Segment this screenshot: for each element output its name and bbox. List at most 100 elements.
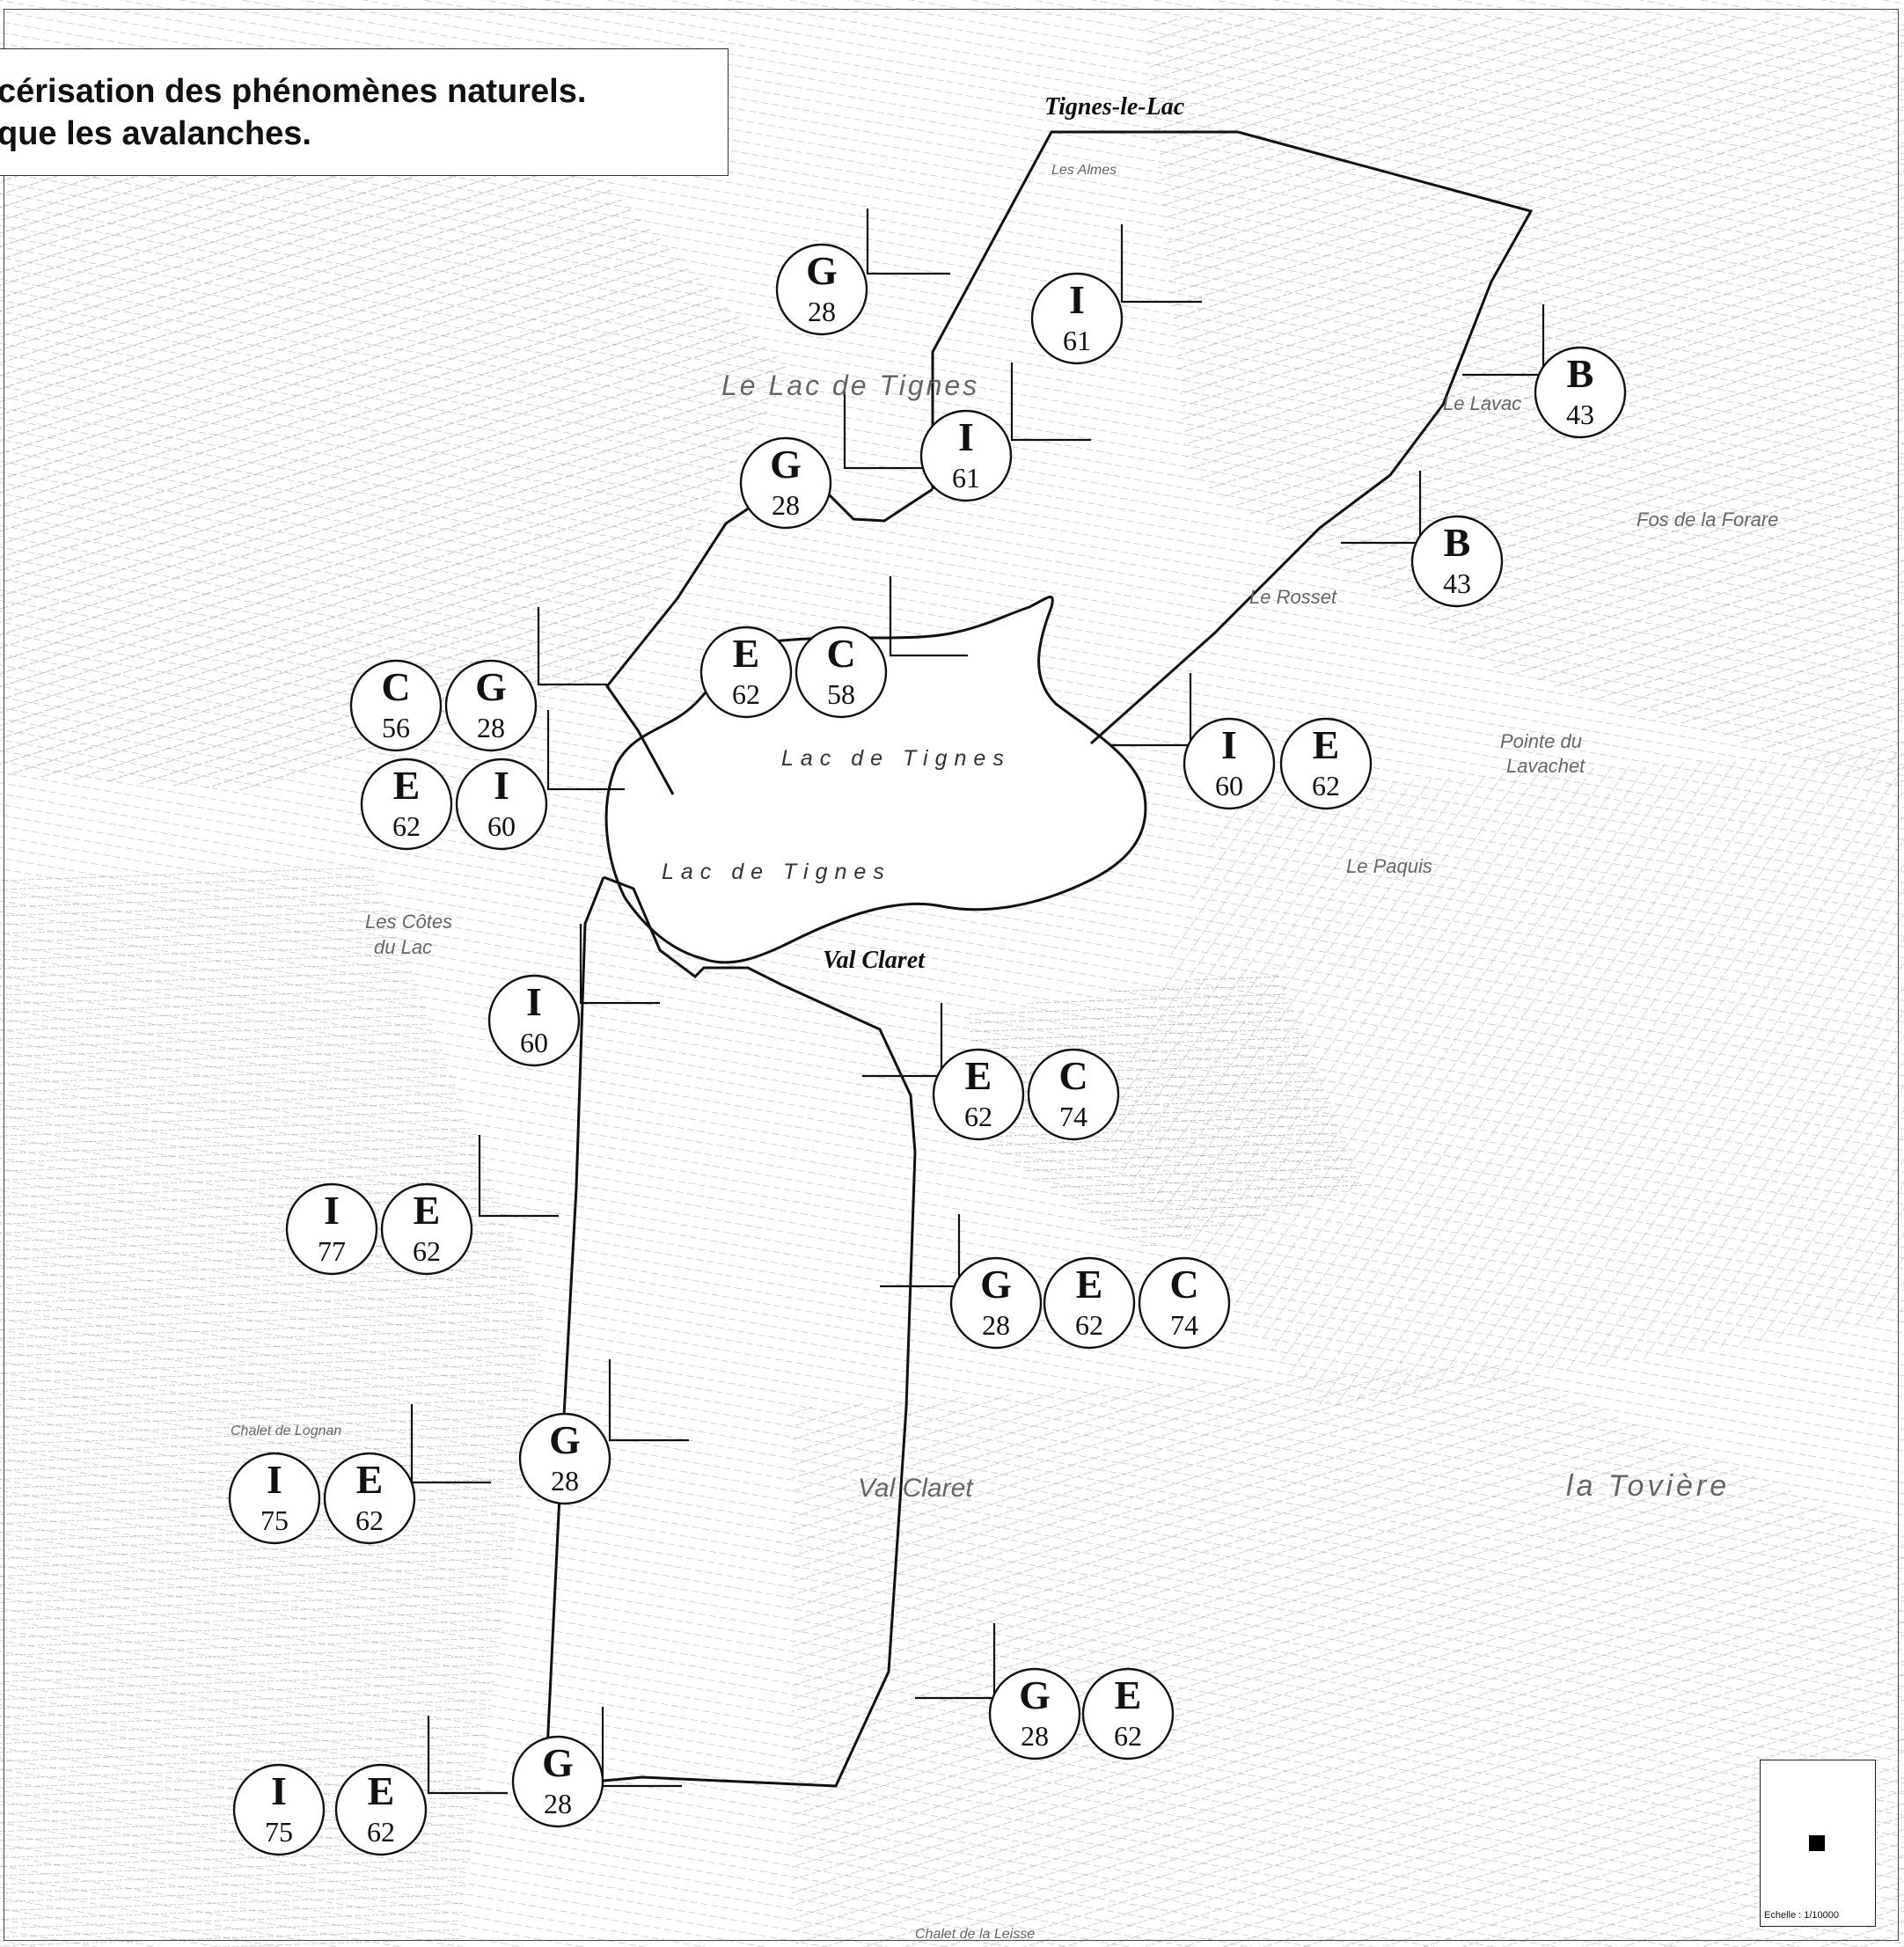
topo-label-les-cotes-2: du Lac (374, 936, 433, 958)
zone-circle (349, 659, 443, 752)
zone-letter: E (733, 631, 760, 676)
zone-letter: I (271, 1768, 287, 1813)
zone-circle (511, 1735, 604, 1828)
zone-code-c-58: C58 (795, 626, 888, 719)
zone-number: 28 (1021, 1720, 1049, 1752)
zone-number: 58 (827, 678, 855, 710)
place-label-tignes-le-lac: Tignes-le-Lac (1044, 93, 1185, 121)
zone-number: 62 (355, 1504, 384, 1536)
topo-label-les-cotes-1: Les Côtes (365, 911, 453, 933)
lake-label-north: Lac de Tignes (781, 746, 1011, 771)
zone-letter: E (1076, 1262, 1103, 1307)
zone-code-g-28: G28 (511, 1735, 604, 1828)
zone-letter: G (770, 442, 802, 487)
zone-number: 62 (1114, 1720, 1142, 1752)
zone-circle (699, 626, 793, 719)
zone-number: 77 (318, 1235, 346, 1267)
zone-number: 75 (260, 1504, 289, 1536)
zone-number: 28 (551, 1465, 579, 1497)
zone-letter: G (1019, 1673, 1051, 1717)
zone-letter: B (1567, 351, 1594, 396)
zone-circle (775, 243, 868, 336)
zone-code-e-62: E62 (1081, 1667, 1175, 1760)
zone-number: 60 (487, 810, 516, 842)
zone-circle (795, 626, 888, 719)
zone-circle (1138, 1256, 1231, 1350)
zone-letter: C (381, 664, 410, 709)
zone-code-i-75: I75 (232, 1763, 326, 1856)
zone-circle (1279, 717, 1373, 810)
zone-code-g-28: G28 (988, 1667, 1081, 1760)
zone-letter: G (549, 1417, 581, 1462)
zone-code-i-60: I60 (487, 974, 581, 1067)
topo-label-les-almes: Les Almes (1051, 163, 1117, 178)
scale-mark (1809, 1835, 1825, 1851)
zone-number: 28 (544, 1788, 572, 1819)
zone-circle (232, 1763, 326, 1856)
zone-code-g-28: G28 (775, 243, 868, 336)
zone-number: 62 (1075, 1309, 1103, 1341)
zone-letter: E (965, 1053, 992, 1098)
title-line-2: que les avalanches. (0, 115, 311, 152)
zone-circle (932, 1048, 1025, 1141)
zone-code-b-43: B43 (1410, 515, 1504, 608)
zone-circle (285, 1182, 378, 1276)
topo-label-fos-de-la-forare: Fos de la Forare (1637, 509, 1779, 531)
terrain-east (1100, 748, 1904, 1408)
terrain-southwest (0, 862, 546, 1947)
zone-number: 62 (732, 678, 760, 710)
zone-code-e-62: E62 (699, 626, 793, 719)
zone-code-g-28: G28 (949, 1256, 1043, 1350)
zone-code-e-62: E62 (360, 758, 453, 851)
zone-number: 61 (1063, 325, 1091, 356)
zone-number: 28 (772, 489, 800, 521)
topo-label-le-paquis: Le Paquis (1346, 855, 1432, 877)
boundary-val-claret (544, 875, 917, 1788)
zone-code-e-62: E62 (323, 1452, 416, 1545)
zone-number: 28 (808, 296, 836, 327)
zone-letter: G (980, 1262, 1012, 1307)
zone-code-i-61: I61 (919, 409, 1013, 502)
zone-code-i-77: I77 (285, 1182, 378, 1276)
topo-label-pointe-du-1: Pointe du (1500, 730, 1582, 752)
zone-letter: I (494, 763, 509, 808)
topo-label-le-lavachet: Le Lavac (1443, 392, 1522, 414)
zone-code-i-75: I75 (228, 1452, 321, 1545)
zone-letter: E (356, 1457, 384, 1502)
zone-number: 62 (392, 810, 421, 842)
zone-letter: C (1058, 1053, 1087, 1098)
zone-letter: C (826, 631, 855, 676)
topo-label-le-rosset: Le Rosset (1249, 586, 1337, 608)
zone-circle (444, 659, 538, 752)
zone-circle (380, 1182, 473, 1276)
zone-code-i-60: I60 (1183, 717, 1276, 810)
terrain-ridge (968, 968, 1364, 1249)
zone-circle (1043, 1256, 1136, 1350)
zone-circle (1030, 272, 1124, 365)
zone-letter: E (1313, 722, 1340, 767)
zone-number: 60 (1215, 770, 1243, 801)
title-line-1: cérisation des phénomènes naturels. (0, 73, 587, 110)
terrain-northeast (1144, 18, 1904, 792)
zone-code-g-28: G28 (739, 436, 832, 530)
zone-number: 75 (265, 1816, 293, 1848)
title-box: cérisation des phénomènes naturels. que … (0, 48, 729, 176)
topo-label-val-claret: Val Claret (858, 1474, 973, 1503)
zone-code-i-60: I60 (455, 758, 548, 851)
zone-number: 74 (1059, 1101, 1087, 1132)
zone-letter: I (1069, 277, 1085, 322)
zone-circle (919, 409, 1013, 502)
zone-number: 28 (982, 1309, 1010, 1341)
zone-number: 28 (477, 712, 505, 743)
topo-label-chalet-de-la-leisse: Chalet de la Leisse (915, 1927, 1036, 1942)
zone-code-c-74: C74 (1138, 1256, 1231, 1350)
zone-letter: I (324, 1188, 340, 1233)
zone-number: 62 (413, 1235, 441, 1267)
zone-circle (1027, 1048, 1120, 1141)
zone-circle (949, 1256, 1043, 1350)
zone-letter: G (542, 1740, 574, 1785)
zone-circle (1081, 1667, 1175, 1760)
zone-circle (1534, 346, 1627, 439)
zone-letter: G (475, 664, 507, 709)
zone-number: 43 (1443, 567, 1471, 599)
